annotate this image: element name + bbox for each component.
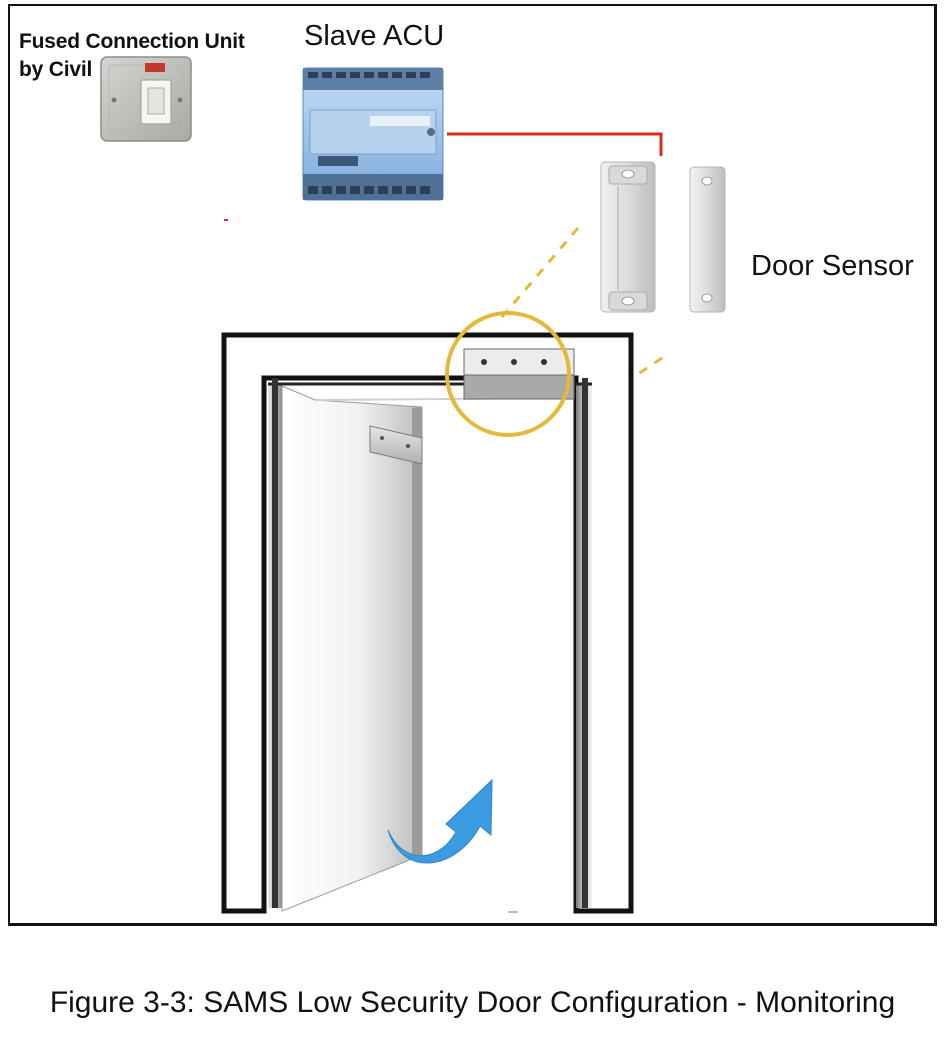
figure-caption: Figure 3-3: SAMS Low Security Door Confi… — [49, 986, 896, 1019]
diagram-artwork — [100, 56, 726, 914]
fused-connection-unit — [100, 56, 192, 142]
callout-lines — [494, 227, 663, 418]
sensor-wire — [447, 132, 663, 156]
door-swing-arrow — [387, 778, 493, 864]
door-leaf — [281, 385, 571, 912]
door-sensor-label: Door Sensor — [751, 250, 914, 282]
diagram-frame: Fused Connection Unit by Civil Slave ACU… — [8, 4, 937, 926]
fused-label-line2: by Civil — [19, 58, 93, 81]
sensor-magnet — [689, 166, 726, 313]
slave-acu-label: Slave ACU — [304, 20, 445, 52]
highlight-circle — [445, 311, 571, 437]
sensor-switch — [600, 161, 656, 313]
door-sensor — [600, 161, 726, 313]
door-frame — [221, 332, 634, 914]
slave-acu-device — [302, 67, 444, 201]
door-magnet-bracket — [369, 425, 423, 465]
frame-mounted-sensor — [463, 348, 575, 400]
fused-connection-unit-label: Fused Connection Unit by Civil — [19, 28, 245, 84]
fused-label-line1: Fused Connection Unit — [19, 30, 245, 53]
